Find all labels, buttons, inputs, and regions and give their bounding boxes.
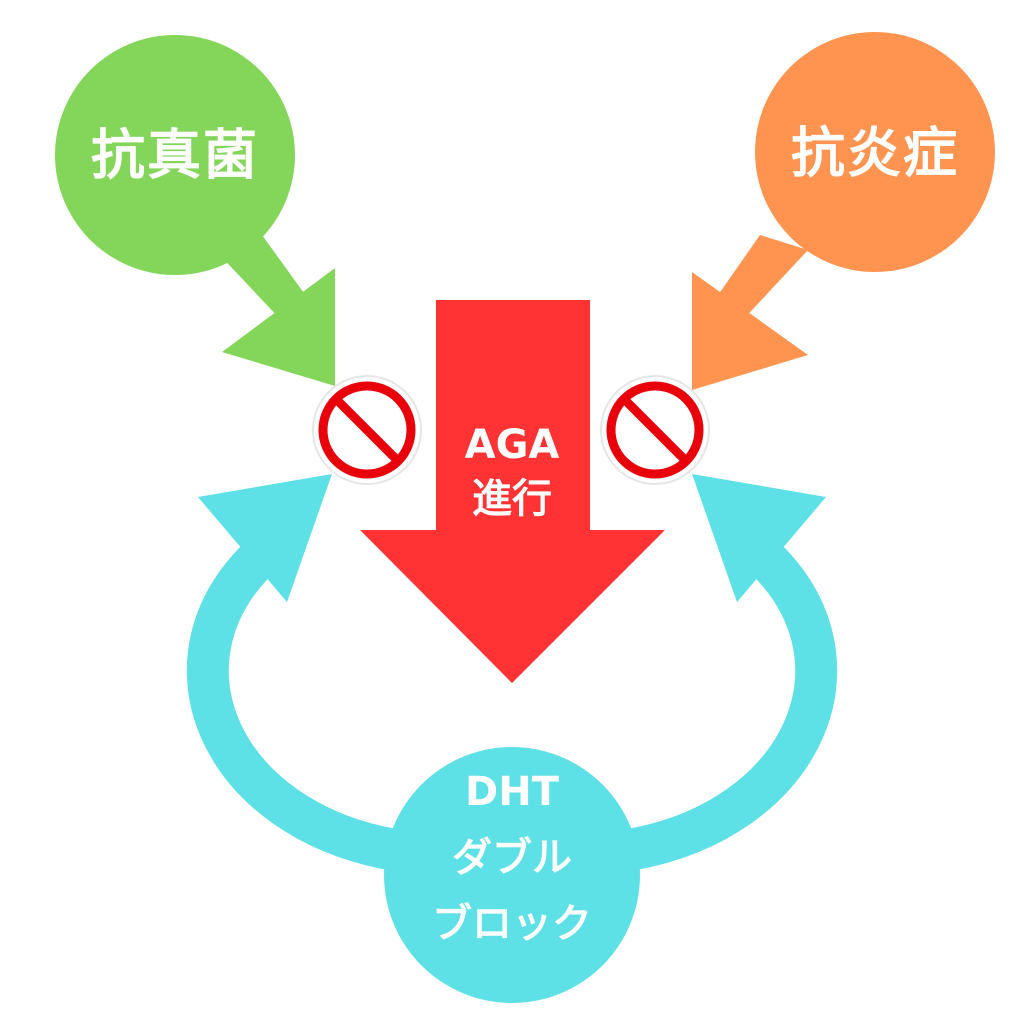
progress-text: 進行 xyxy=(472,476,552,522)
aga-text: AGA xyxy=(464,422,560,468)
aga-progress-label: AGA 進行 xyxy=(465,418,560,526)
dht-left-arrow xyxy=(186,474,399,871)
antifungal-label: 抗真菌 xyxy=(91,123,259,187)
double-text: ダブル xyxy=(452,835,572,881)
prohibition-icon xyxy=(312,375,422,485)
antiinflammatory-label: 抗炎症 xyxy=(791,121,959,185)
antiinflammatory-bubble xyxy=(692,32,995,390)
aga-progress-arrow xyxy=(360,300,665,683)
dht-circle xyxy=(384,747,640,1003)
antifungal-bubble xyxy=(55,35,335,386)
dht-right-arrow xyxy=(625,474,838,871)
prohibition-icon xyxy=(600,375,710,485)
dht-label: DHT ダブル ブロック xyxy=(432,759,592,957)
dht-text: DHT xyxy=(465,769,559,815)
block-text: ブロック xyxy=(432,901,592,947)
